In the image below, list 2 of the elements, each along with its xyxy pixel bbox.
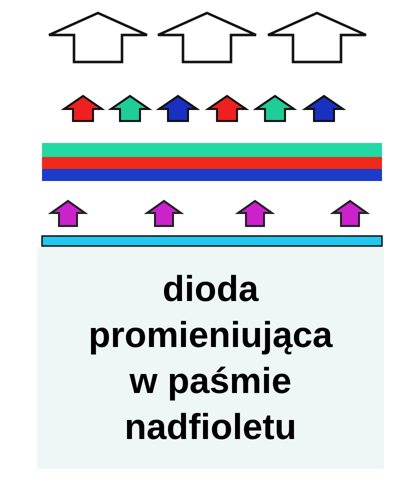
diode-panel bbox=[37, 247, 384, 469]
diode-label: dioda promieniująca w paśmie nadfioletu bbox=[87, 267, 334, 449]
